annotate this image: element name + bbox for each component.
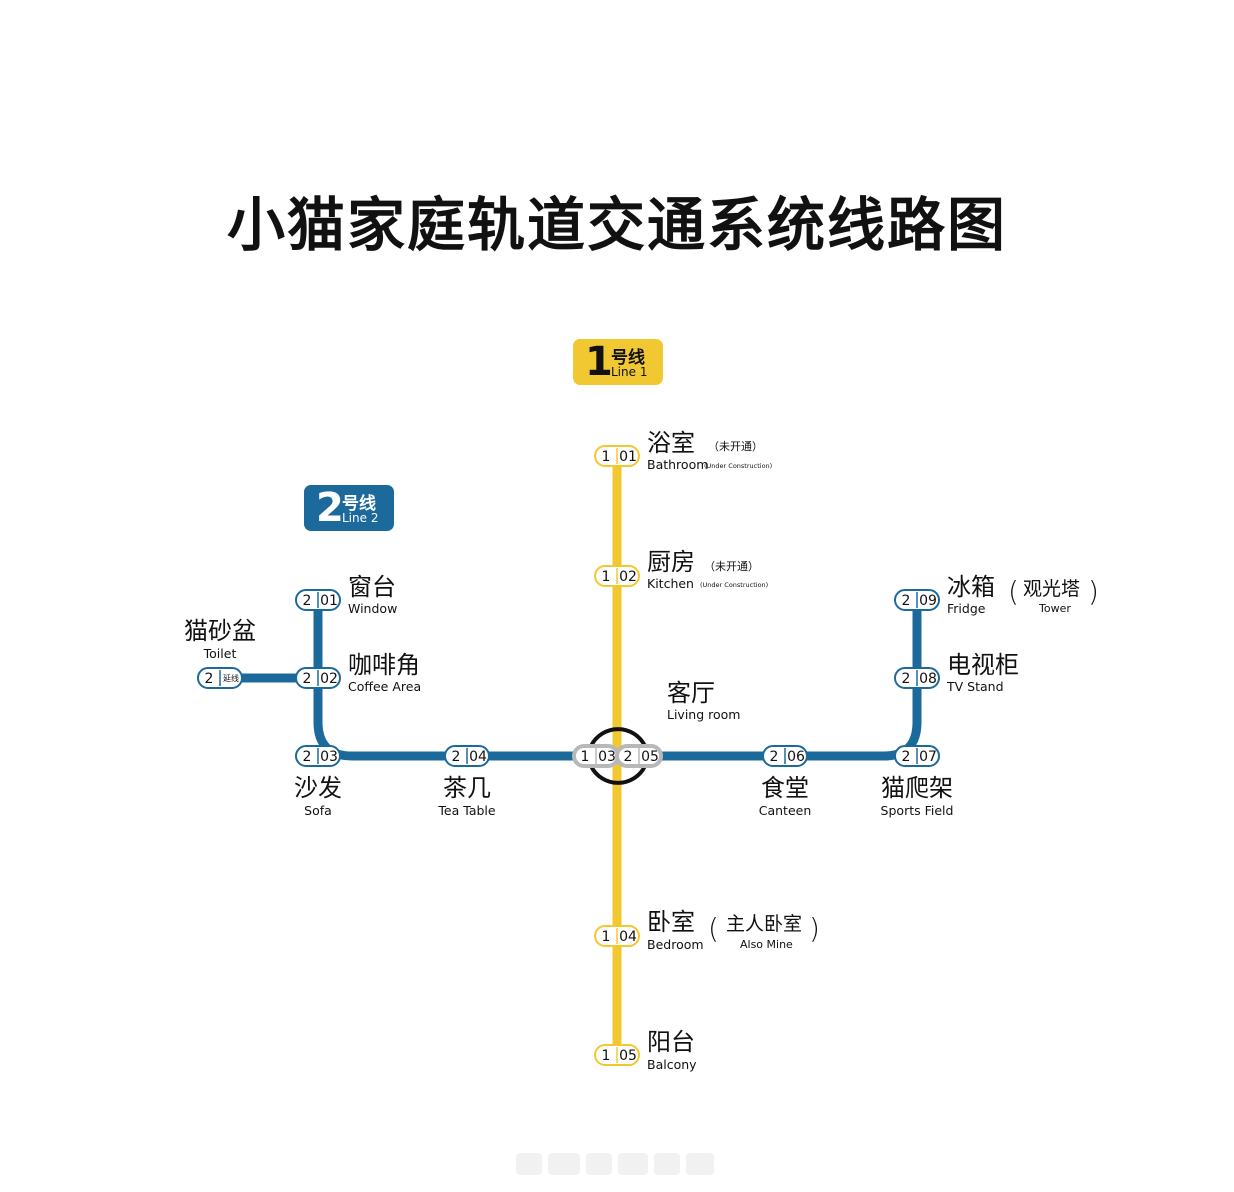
paren-close-104: ) bbox=[809, 912, 820, 945]
line2-name-en: Line 2 bbox=[342, 511, 379, 525]
station-code-206: 06 bbox=[787, 749, 805, 765]
station-label-105-zh: 阳台 bbox=[647, 1028, 695, 1056]
station-extra-104-zh: 主人卧室 bbox=[726, 913, 803, 935]
station-code-102: 02 bbox=[619, 569, 637, 585]
station-label-204-zh: 茶几 bbox=[443, 774, 491, 802]
station-line-number-205: 2 bbox=[624, 749, 633, 765]
station-line-number-201: 2 bbox=[303, 593, 312, 609]
station-line-number-209: 2 bbox=[902, 593, 911, 609]
station-code-208: 08 bbox=[919, 671, 937, 687]
station-line-number-202: 2 bbox=[303, 671, 312, 687]
station-code-103: 03 bbox=[598, 749, 616, 765]
paren-close-209: ) bbox=[1088, 575, 1099, 608]
station-label-203-en: Sofa bbox=[304, 803, 332, 818]
page-title: 小猫家庭轨道交通系统线路图 bbox=[226, 191, 1007, 259]
station-label-201-zh: 窗台 bbox=[348, 573, 396, 601]
station-code-204: 04 bbox=[469, 749, 487, 765]
station-label-203-zh: 沙发 bbox=[294, 774, 342, 802]
station-line-number-104: 1 bbox=[602, 929, 611, 945]
station-line-number-207: 2 bbox=[902, 749, 911, 765]
station-label-103-en: Living room bbox=[667, 707, 741, 722]
station-line-number-204: 2 bbox=[452, 749, 461, 765]
station-label-105-en: Balcony bbox=[647, 1057, 697, 1072]
station-note-102-en: (Under Construction) bbox=[700, 581, 769, 589]
station-code-203: 03 bbox=[320, 749, 338, 765]
line2-name-zh: 号线 bbox=[342, 494, 376, 514]
station-line-number-102: 1 bbox=[602, 569, 611, 585]
station-line-number-203: 2 bbox=[303, 749, 312, 765]
station-extra-209-zh: 观光塔 bbox=[1023, 578, 1081, 600]
station-code-105: 05 bbox=[619, 1048, 637, 1064]
station-label-102-zh: 厨房 bbox=[647, 548, 695, 576]
station-code-101: 01 bbox=[619, 449, 637, 465]
line1-badge: 1 号线 Line 1 bbox=[573, 339, 663, 385]
station-label-202-zh: 咖啡角 bbox=[348, 651, 420, 679]
line1-number: 1 bbox=[585, 339, 613, 385]
line1-name-zh: 号线 bbox=[611, 348, 645, 368]
station-note-102-zh: （未开通） bbox=[704, 560, 759, 573]
station-note-101-zh: （未开通） bbox=[708, 440, 763, 453]
station-label-206-en: Canteen bbox=[758, 803, 812, 818]
paren-open-209: ( bbox=[1008, 575, 1019, 608]
watermark bbox=[516, 1150, 722, 1178]
station-label-101-en: Bathroom bbox=[647, 457, 709, 472]
station-line-number-206: 2 bbox=[770, 749, 779, 765]
interchange-arc-bottom bbox=[589, 765, 647, 785]
paren-open-104: ( bbox=[708, 912, 719, 945]
station-line-number-103: 1 bbox=[581, 749, 590, 765]
station-label-208-zh: 电视柜 bbox=[947, 651, 1019, 679]
station-label-104-zh: 卧室 bbox=[647, 908, 695, 936]
line1-name-en: Line 1 bbox=[611, 365, 648, 379]
station-label-201-en: Window bbox=[348, 601, 398, 616]
station-code-201: 01 bbox=[320, 593, 338, 609]
station-line-number-2ext: 2 bbox=[205, 671, 214, 687]
line2-badge: 2 号线 Line 2 bbox=[304, 485, 394, 531]
station-extra-209-en: Tower bbox=[1039, 602, 1071, 615]
station-label-104-en: Bedroom bbox=[647, 937, 704, 952]
station-code-207: 07 bbox=[919, 749, 937, 765]
interchange-arc-top bbox=[589, 727, 647, 747]
station-code-209: 09 bbox=[919, 593, 937, 609]
station-label-2ext-en: Toilet bbox=[203, 646, 237, 661]
station-label-208-en: TV Stand bbox=[947, 679, 1004, 694]
station-label-202-en: Coffee Area bbox=[348, 679, 422, 694]
station-line-number-208: 2 bbox=[902, 671, 911, 687]
station-code-2ext: 延线 bbox=[223, 673, 239, 683]
station-label-204-en: Tea Table bbox=[438, 803, 496, 818]
station-line-number-101: 1 bbox=[602, 449, 611, 465]
station-label-102-en: Kitchen bbox=[647, 576, 694, 591]
station-label-207-en: Sports Field bbox=[880, 803, 954, 818]
station-code-202: 02 bbox=[320, 671, 338, 687]
line2-number: 2 bbox=[316, 485, 344, 531]
station-code-205: 05 bbox=[641, 749, 659, 765]
station-label-207-zh: 猫爬架 bbox=[881, 774, 953, 802]
station-code-104: 04 bbox=[619, 929, 637, 945]
station-note-101-en: (Under Construction) bbox=[704, 462, 773, 470]
station-label-209-en: Fridge bbox=[947, 601, 986, 616]
station-label-103-zh: 客厅 bbox=[667, 679, 715, 707]
station-label-209-zh: 冰箱 bbox=[947, 573, 995, 601]
station-label-2ext-zh: 猫砂盆 bbox=[184, 617, 256, 645]
station-extra-104-en: Also Mine bbox=[740, 938, 793, 951]
station-label-206-zh: 食堂 bbox=[761, 774, 809, 802]
station-label-101-zh: 浴室 bbox=[647, 429, 695, 457]
station-line-number-105: 1 bbox=[602, 1048, 611, 1064]
